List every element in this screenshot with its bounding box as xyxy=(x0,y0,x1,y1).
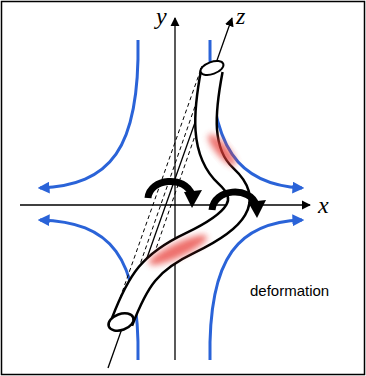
rotation-arrowheads xyxy=(184,190,266,218)
field-lines xyxy=(40,40,302,360)
axis-label: x xyxy=(318,193,329,217)
annotation: deformation xyxy=(250,283,329,298)
axis-label: y xyxy=(156,4,167,28)
axes xyxy=(20,18,310,368)
rotation-arrows xyxy=(148,181,256,210)
axis-label: z xyxy=(236,4,245,28)
